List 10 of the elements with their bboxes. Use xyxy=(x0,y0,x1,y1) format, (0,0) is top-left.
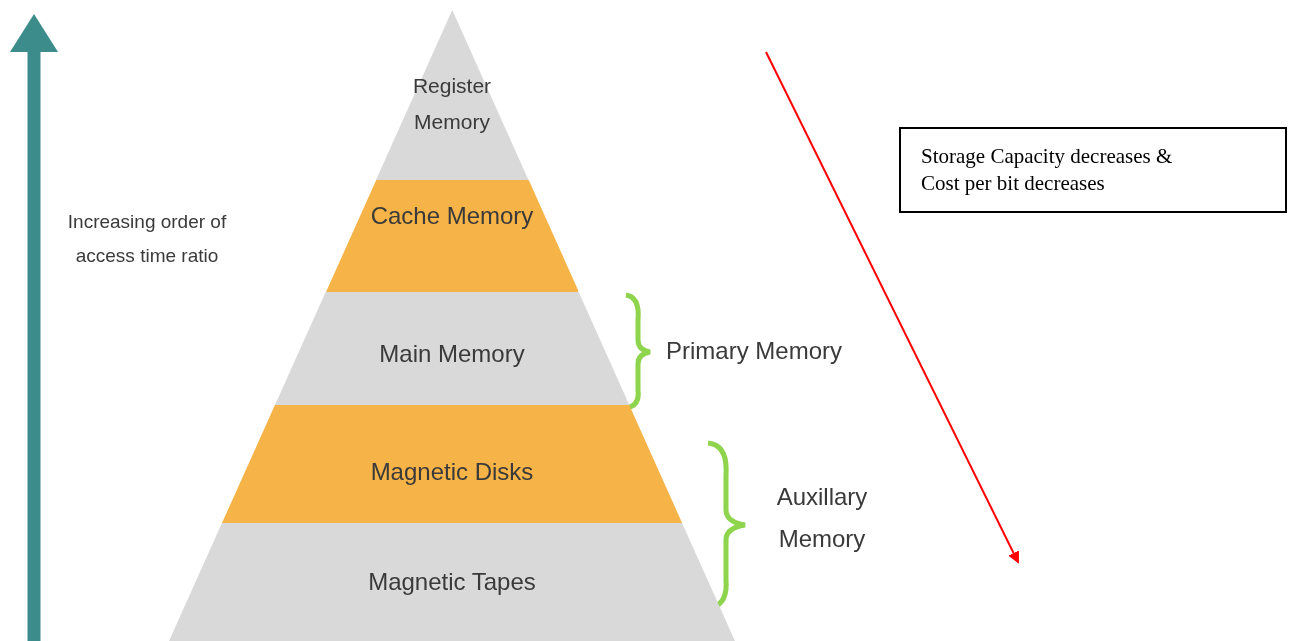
axis-label: Increasing order of access time ratio xyxy=(66,210,228,268)
layer-label: Main Memory xyxy=(378,339,526,369)
group-label: Primary Memory xyxy=(666,336,843,366)
layer-label: Magnetic Disks xyxy=(369,457,535,487)
layer-label: Magnetic Tapes xyxy=(367,567,537,597)
layer-label: Register Memory xyxy=(411,73,493,135)
note-box xyxy=(899,127,1287,213)
layer-label: Cache Memory xyxy=(369,201,535,231)
group-label: Auxillary Memory xyxy=(775,482,869,554)
note-text: Storage Capacity decreases & Cost per bit decreases xyxy=(921,143,1174,197)
